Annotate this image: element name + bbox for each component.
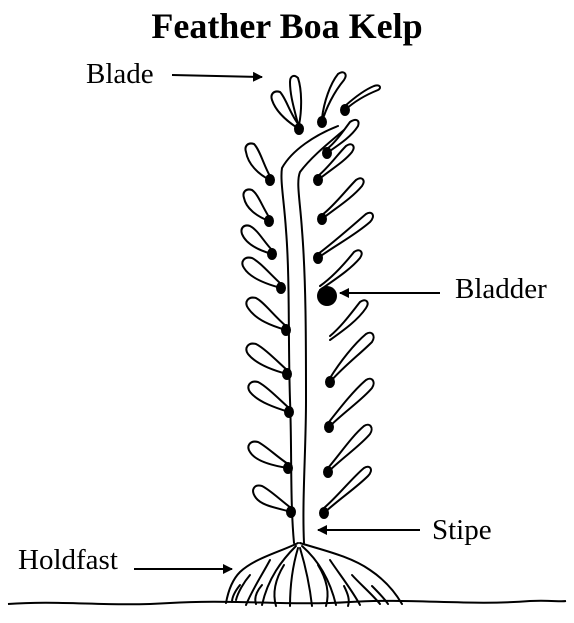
stipe <box>281 126 344 543</box>
ground-line <box>8 601 566 605</box>
leader-arrows <box>134 75 440 569</box>
arrow-blade <box>172 75 262 77</box>
holdfast <box>226 543 402 606</box>
